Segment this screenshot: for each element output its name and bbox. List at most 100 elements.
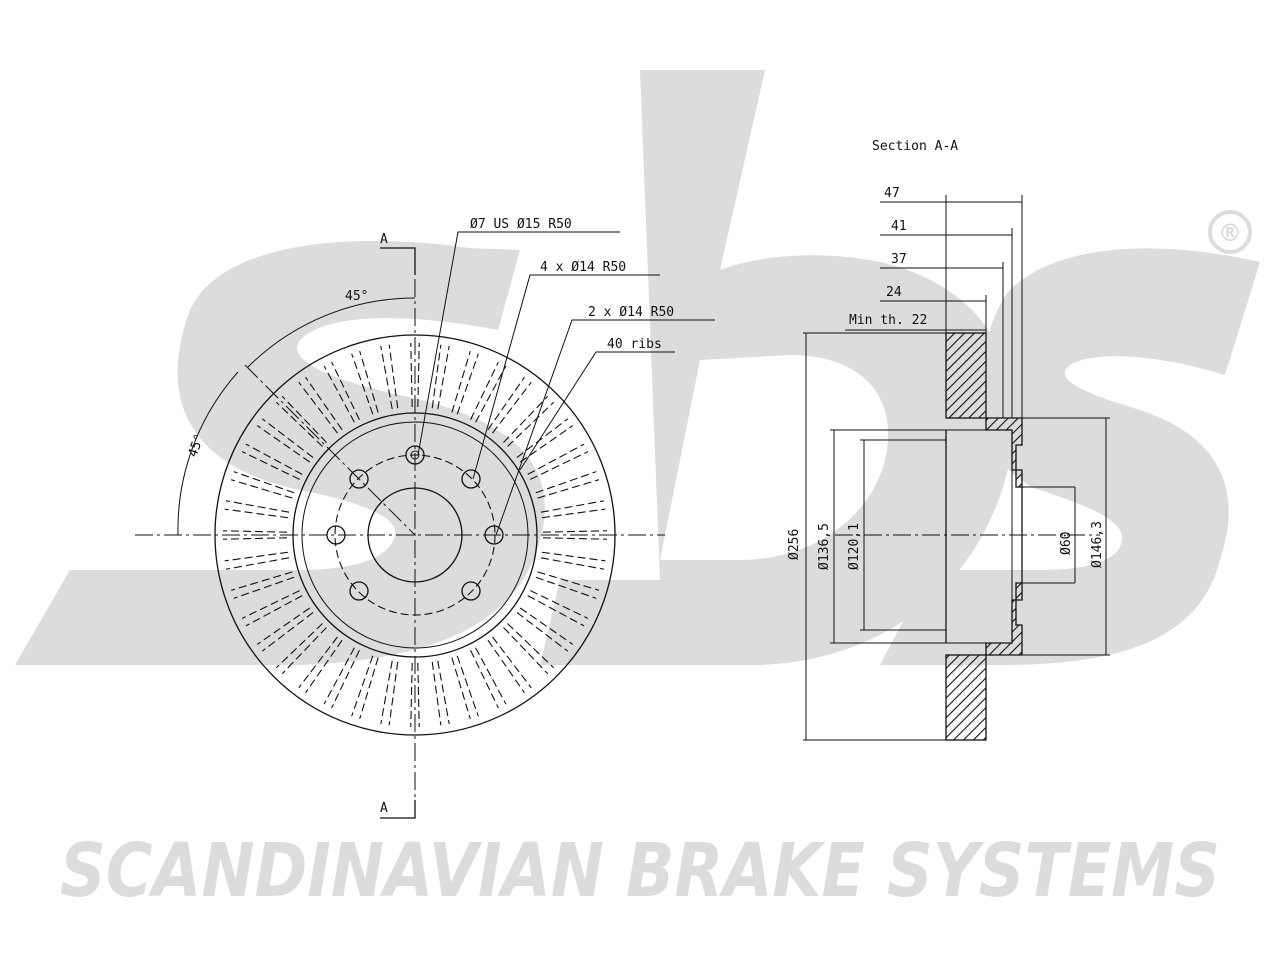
diameter-256: Ø256 (787, 529, 802, 560)
vent-rib-line (331, 650, 360, 709)
vent-rib-line (431, 661, 442, 726)
vent-rib-line (437, 345, 450, 410)
vent-rib-line (437, 660, 450, 725)
vent-rib-line (261, 612, 314, 652)
vent-rib-line (323, 647, 355, 705)
vent-rib-line (275, 401, 323, 447)
callout-bolt-holes-2: 2 x Ø14 R50 (588, 305, 674, 320)
vent-rib-line (492, 636, 532, 689)
vent-rib-line (241, 451, 300, 480)
registered-mark-icon: ® (1208, 210, 1252, 254)
vent-rib-line (224, 508, 289, 519)
vent-rib-line (281, 395, 327, 443)
vent-rib-line (281, 627, 327, 675)
vent-rib-line (487, 376, 525, 431)
vent-rib-line (537, 479, 600, 499)
vent-rib-line (245, 443, 303, 475)
disc-section-view: Section A-A 47 41 37 24 Min th. 2 (787, 139, 1110, 741)
vent-rib-line (380, 660, 393, 725)
vent-rib-line (256, 607, 311, 645)
width-47: 47 (884, 186, 900, 201)
vent-rib-line (475, 365, 507, 423)
vent-rib-line (388, 344, 399, 409)
vent-rib-line (275, 623, 323, 669)
vent-rib-line (410, 343, 413, 408)
vent-rib-line (519, 607, 574, 645)
section-mark-bottom: A (380, 801, 388, 816)
vent-rib-line (527, 443, 585, 475)
vent-rib-line (507, 401, 555, 447)
vent-rib-line (223, 530, 288, 533)
vent-rib-line (380, 345, 393, 410)
vent-rib-line (487, 639, 525, 694)
section-title: Section A-A (872, 139, 958, 154)
footer-brand-text: SCANDINAVIAN BRAKE SYSTEMS (60, 828, 1220, 914)
vent-rib-line (542, 530, 607, 533)
vent-rib-line (410, 662, 413, 727)
vent-rib-line (359, 350, 379, 413)
callout-stud-hole: Ø7 US Ø15 R50 (470, 217, 572, 232)
section-mark-top: A (380, 232, 388, 247)
svg-text:®: ® (1218, 219, 1242, 247)
vent-rib-line (540, 500, 605, 513)
min-thickness: Min th. 22 (849, 313, 927, 328)
vent-rib-line (261, 418, 314, 458)
vent-rib-line (519, 425, 574, 463)
angle-label-top: 45° (345, 289, 368, 304)
vent-rib-line (225, 557, 290, 570)
vent-rib-line (351, 655, 374, 717)
vent-rib-line (475, 647, 507, 705)
callout-bolt-holes-4: 4 x Ø14 R50 (540, 260, 626, 275)
vent-rib-line (535, 576, 597, 599)
diameter-120-1: Ø120,1 (847, 523, 862, 570)
vent-rib-line (359, 657, 379, 720)
bolt-hole (461, 581, 481, 601)
width-24: 24 (886, 285, 902, 300)
vent-rib-line (542, 537, 607, 540)
vent-rib-line (233, 576, 295, 599)
disc-front-view: A A 45° 45° Ø7 US Ø15 R50 4 x Ø14 R50 2 … (135, 217, 715, 819)
vent-rib-line (351, 353, 374, 415)
sbs-logo-watermark (15, 70, 1260, 665)
vent-rib-line (451, 657, 471, 720)
vent-rib-line (507, 623, 555, 669)
vent-rib-line (230, 479, 293, 499)
vent-ribs (223, 343, 607, 727)
vent-rib-line (530, 451, 589, 480)
vent-rib-line (224, 551, 289, 562)
callout-ribs: 40 ribs (607, 337, 662, 352)
vent-rib-line (417, 662, 420, 727)
bolt-hole (349, 469, 369, 489)
vent-rib-line (241, 590, 300, 619)
vent-rib-line (535, 471, 597, 494)
vent-rib-line (537, 571, 600, 591)
bolt-hole (461, 469, 481, 489)
vent-rib-line (492, 381, 532, 434)
vent-rib-line (331, 361, 360, 420)
vent-rib-line (388, 661, 399, 726)
vent-rib-line (298, 381, 338, 434)
width-41: 41 (891, 219, 907, 234)
vent-rib-line (456, 353, 479, 415)
vent-rib-line (233, 471, 295, 494)
vent-rib-line (541, 508, 606, 519)
vent-rib-line (540, 557, 605, 570)
vent-rib-line (417, 343, 420, 408)
diameter-146-3: Ø146,3 (1090, 521, 1105, 568)
vent-rib-line (470, 650, 499, 709)
angle-label-left: 45° (186, 432, 208, 459)
vent-rib-line (256, 425, 311, 463)
vent-rib-line (245, 595, 303, 627)
vent-rib-line (530, 590, 589, 619)
vent-rib-line (305, 376, 343, 431)
diameter-136-5: Ø136,5 (817, 523, 832, 570)
vent-rib-line (516, 418, 569, 458)
vent-rib-line (503, 395, 549, 443)
diameter-60: Ø60 (1059, 532, 1074, 555)
vent-rib-line (323, 365, 355, 423)
vent-rib-line (541, 551, 606, 562)
vent-rib-line (470, 361, 499, 420)
vent-rib-line (298, 636, 338, 689)
vent-rib-line (516, 612, 569, 652)
